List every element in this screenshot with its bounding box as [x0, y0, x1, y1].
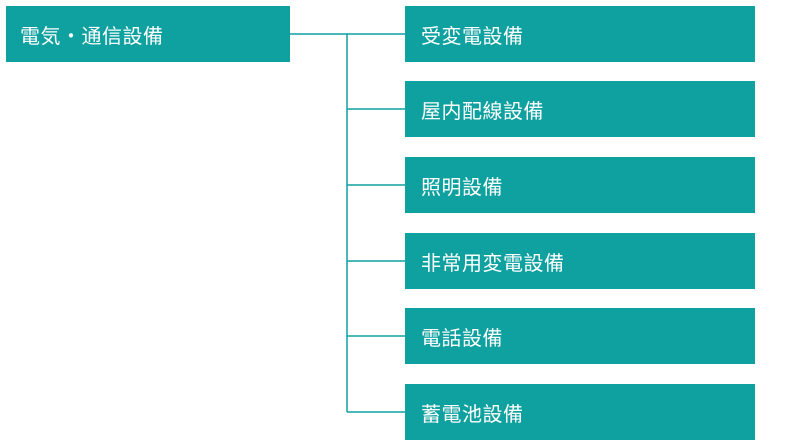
child-node-label: 電話設備	[421, 325, 503, 350]
child-node-emergency-substation: 非常用変電設備	[405, 233, 755, 289]
child-node-substation: 受変電設備	[405, 6, 755, 62]
child-node-label: 受変電設備	[421, 23, 524, 48]
root-node: 電気・通信設備	[6, 6, 290, 62]
child-node-lighting: 照明設備	[405, 157, 755, 213]
child-node-label: 非常用変電設備	[421, 250, 565, 275]
child-node-indoor-wiring: 屋内配線設備	[405, 81, 755, 137]
child-node-label: 蓄電池設備	[421, 401, 524, 426]
child-node-battery: 蓄電池設備	[405, 384, 755, 440]
root-node-label: 電気・通信設備	[20, 23, 164, 48]
child-node-label: 照明設備	[421, 174, 503, 199]
child-node-label: 屋内配線設備	[421, 98, 544, 123]
child-node-telephone: 電話設備	[405, 308, 755, 364]
